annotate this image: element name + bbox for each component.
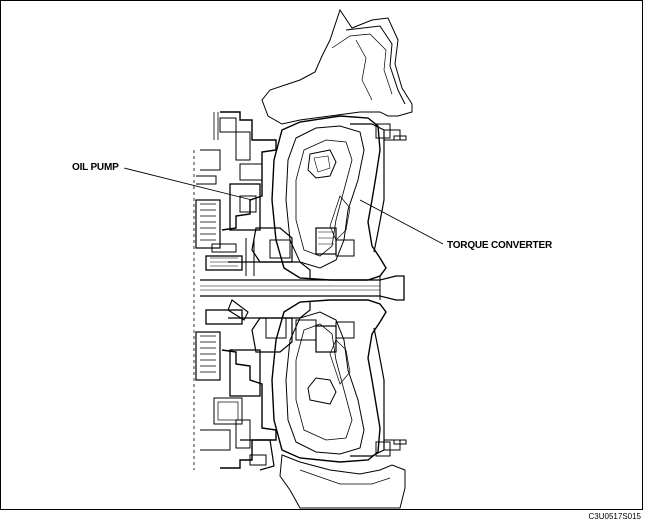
oil-pump-assembly-upper bbox=[195, 111, 311, 278]
oil-pump-assembly-lower bbox=[195, 299, 317, 471]
oil-pump-label: OIL PUMP bbox=[72, 162, 119, 173]
torque-converter-label: TORQUE CONVERTER bbox=[447, 240, 552, 251]
torque-converter-upper bbox=[271, 115, 407, 281]
diagram-frame bbox=[0, 0, 643, 510]
figure-code: C3U0517S015 bbox=[588, 512, 641, 521]
housing-outline bbox=[261, 8, 413, 509]
input-shaft bbox=[200, 275, 405, 301]
oil-pump-leader bbox=[123, 167, 253, 201]
torque-converter-lower bbox=[271, 299, 407, 463]
torque-converter-leader bbox=[359, 199, 444, 245]
